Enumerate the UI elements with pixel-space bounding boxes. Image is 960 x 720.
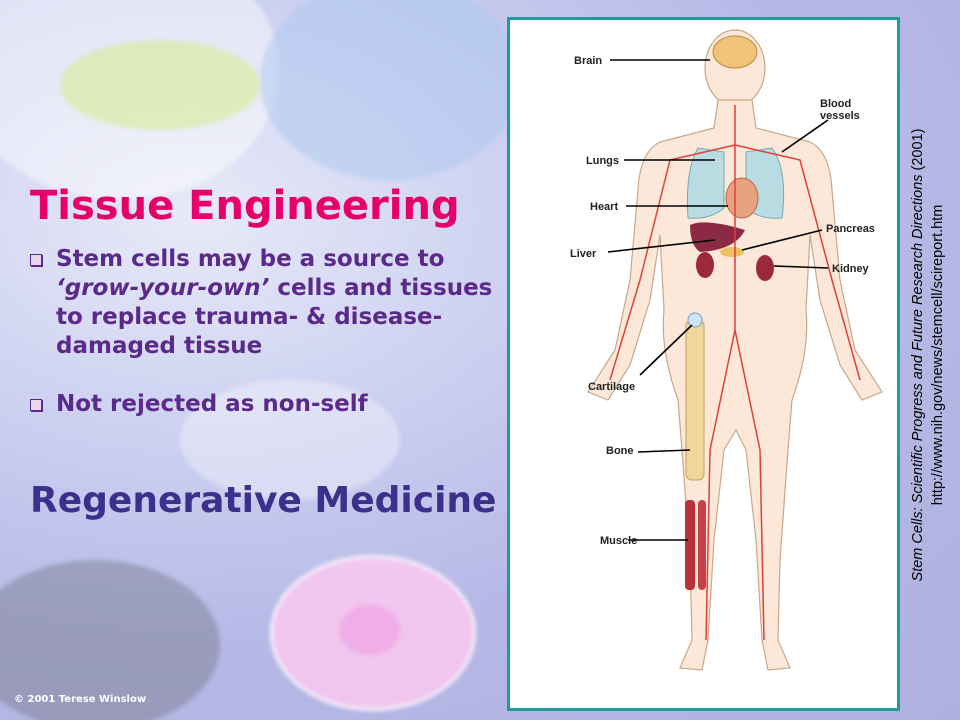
label-lungs: Lungs: [586, 155, 619, 167]
square-bullet-icon: [30, 254, 42, 266]
bullet-list: Stem cells may be a source to ‘grow-your…: [30, 245, 500, 419]
slide-title: Tissue Engineering: [30, 183, 460, 229]
label-heart: Heart: [590, 201, 618, 213]
shin-muscle: [698, 500, 706, 590]
femur-bone: [685, 319, 705, 481]
regenerative-medicine-heading: Regenerative Medicine: [30, 480, 497, 521]
citation-year: (2001): [910, 128, 926, 175]
anatomy-figure: Brain Blood vessels Lungs Heart Pancreas…: [507, 17, 900, 711]
label-brain: Brain: [574, 55, 602, 67]
brain-organ: [712, 35, 758, 69]
label-bone: Bone: [606, 445, 634, 457]
bullet-item-not-rejected: Not rejected as non-self: [30, 390, 500, 419]
calf-muscle: [685, 500, 695, 590]
left-lung: [686, 147, 725, 219]
label-blood: Blood: [820, 98, 851, 110]
citation-line-1: Stem Cells: Scientific Progress and Futu…: [908, 10, 928, 700]
leader-lines: [607, 59, 829, 541]
citation-title: Scientific Progress and Future Research …: [910, 174, 926, 504]
citation: Stem Cells: Scientific Progress and Futu…: [904, 10, 960, 710]
label-cartilage: Cartilage: [588, 381, 635, 393]
label-kidney: Kidney: [832, 263, 870, 275]
bullet-text: Not rejected as non-self: [56, 391, 368, 417]
label-liver: Liver: [570, 248, 597, 260]
citation-url[interactable]: http://www.nih.gov/news/stemcell/scirepo…: [930, 204, 946, 506]
copyright-notice: © 2001 Terese Winslow: [14, 694, 147, 705]
bullet-item-source: Stem cells may be a source to ‘grow-your…: [30, 245, 500, 361]
bullet-text-part1: Stem cells may be a source to: [56, 246, 445, 272]
label-pancreas: Pancreas: [826, 223, 875, 235]
bullet-text-part2: cells and tissues to replace trauma- & d…: [56, 275, 493, 359]
citation-prefix: Stem Cells:: [910, 503, 926, 582]
label-vessels: vessels: [820, 110, 860, 122]
left-kidney: [696, 252, 714, 278]
right-kidney: [756, 255, 774, 281]
liver-organ: [690, 222, 745, 252]
square-bullet-icon: [30, 399, 42, 411]
human-body-illustration: Brain Blood vessels Lungs Heart Pancreas…: [570, 29, 883, 671]
bullet-text-italic: ‘grow-your-own’: [56, 275, 270, 301]
cartilage-joint: [687, 312, 703, 328]
blood-vessels: [609, 105, 861, 641]
pancreas-organ: [720, 247, 744, 257]
label-muscle: Muscle: [600, 535, 637, 547]
heart-organ: [725, 177, 759, 219]
